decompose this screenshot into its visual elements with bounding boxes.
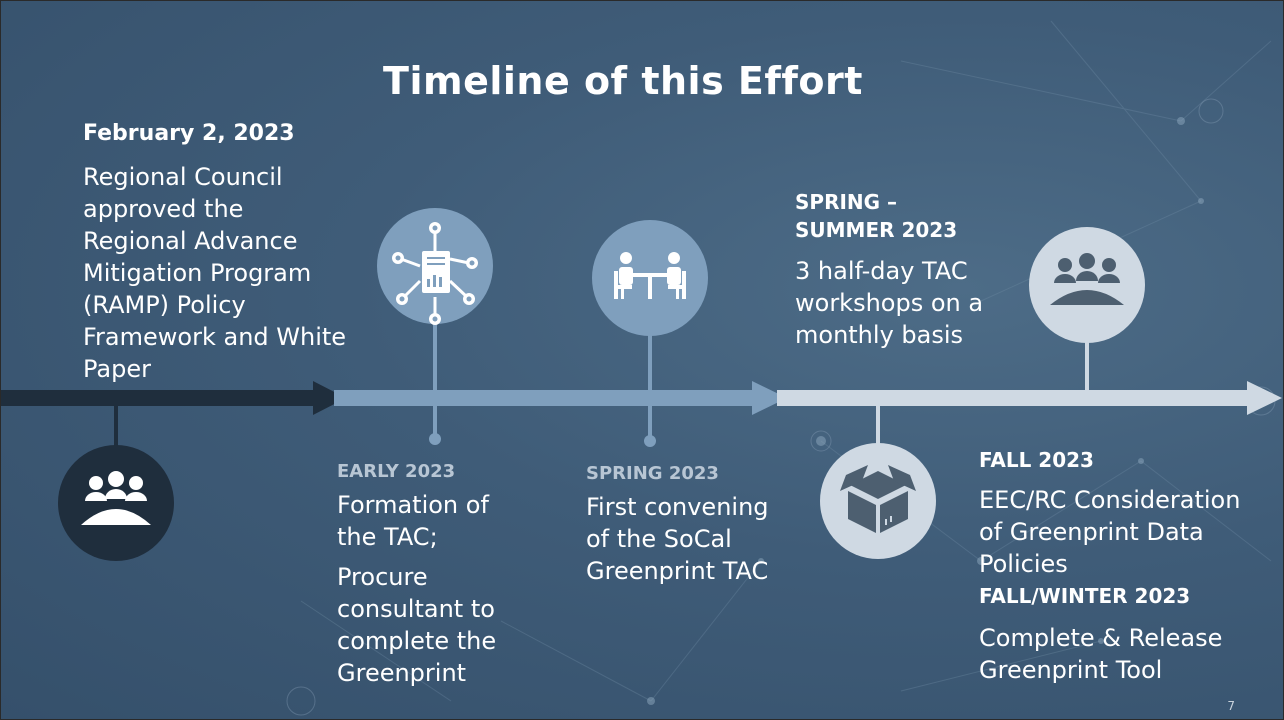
- milestone-2-text: Formation of the TAC;: [337, 491, 489, 551]
- slide-title: Timeline of this Effort: [383, 59, 863, 103]
- milestone-3-text: First convening of the SoCal Greenprint …: [586, 493, 769, 585]
- connector-dot-3: [644, 435, 656, 447]
- milestone-1-text: Regional Council approved the Regional A…: [83, 163, 347, 383]
- milestone-4-date: SPRING – SUMMER 2023: [795, 190, 958, 242]
- data-network-icon: [377, 208, 493, 325]
- milestone-6-text: Complete & Release Greenprint Tool: [979, 624, 1223, 684]
- package-box-icon: [820, 443, 936, 559]
- milestone-2-date: EARLY 2023: [337, 461, 456, 482]
- milestone-3-date: SPRING 2023: [586, 463, 719, 484]
- connector-dot-2: [429, 433, 441, 445]
- group-meeting-icon: [1029, 227, 1145, 343]
- milestone-2-text-2: Procure consultant to complete the Green…: [337, 563, 497, 687]
- page-number: 7: [1227, 699, 1235, 713]
- milestone-5-text: EEC/RC Consideration of Greenprint Data …: [979, 486, 1241, 578]
- meeting-table-icon: [592, 220, 708, 336]
- group-meeting-icon: [58, 445, 174, 561]
- timeline-segment-2: [334, 381, 787, 415]
- milestone-1-date: February 2, 2023: [83, 121, 295, 146]
- timeline-segment-3: [777, 381, 1282, 415]
- milestone-6-date: FALL/WINTER 2023: [979, 584, 1191, 608]
- milestone-4-text: 3 half-day TAC workshops on a monthly ba…: [795, 257, 984, 349]
- milestone-5-date: FALL 2023: [979, 448, 1094, 472]
- timeline-segment-1: [1, 381, 346, 415]
